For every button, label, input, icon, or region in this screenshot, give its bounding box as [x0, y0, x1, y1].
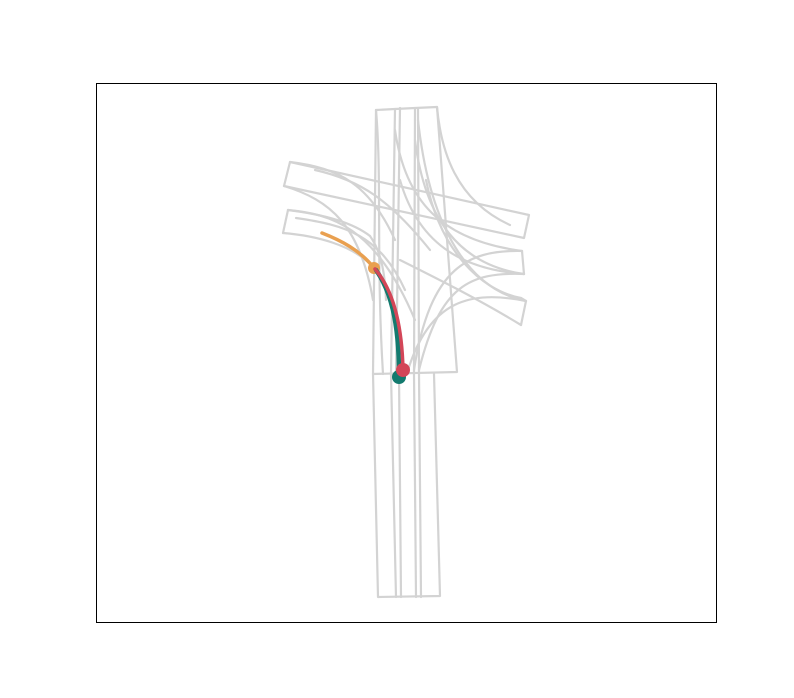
lane-boundary — [397, 372, 403, 599]
axes-frame — [96, 83, 717, 623]
lane-connector — [398, 178, 526, 276]
lane-boundary — [412, 106, 417, 376]
lane-boundary — [282, 160, 531, 240]
lane-boundary — [371, 372, 442, 599]
lane-connector — [313, 168, 432, 252]
lane-connector — [294, 216, 407, 292]
lane-connector — [393, 128, 524, 253]
lane-boundary — [389, 107, 397, 376]
lane-connector — [286, 208, 417, 322]
lane-boundary — [520, 249, 526, 276]
lane-connector — [398, 258, 523, 327]
lane-connector — [413, 138, 526, 276]
lane-connector — [424, 178, 523, 300]
lane-boundary — [281, 208, 290, 235]
history-trajectory — [320, 231, 376, 270]
lane-connector — [406, 296, 528, 372]
lane-boundary — [412, 372, 418, 599]
lane-boundary — [389, 372, 398, 599]
predicted-trajectory — [373, 267, 405, 372]
predicted-endpoint-marker — [396, 363, 410, 377]
lane-connector — [412, 249, 524, 372]
lane-boundary — [416, 106, 421, 376]
lane-graph — [281, 105, 531, 599]
lane-boundary — [417, 372, 423, 599]
lane-connector — [282, 184, 375, 302]
lane-connector — [435, 105, 512, 227]
trajectories — [320, 231, 410, 384]
lane-connector — [374, 108, 385, 376]
